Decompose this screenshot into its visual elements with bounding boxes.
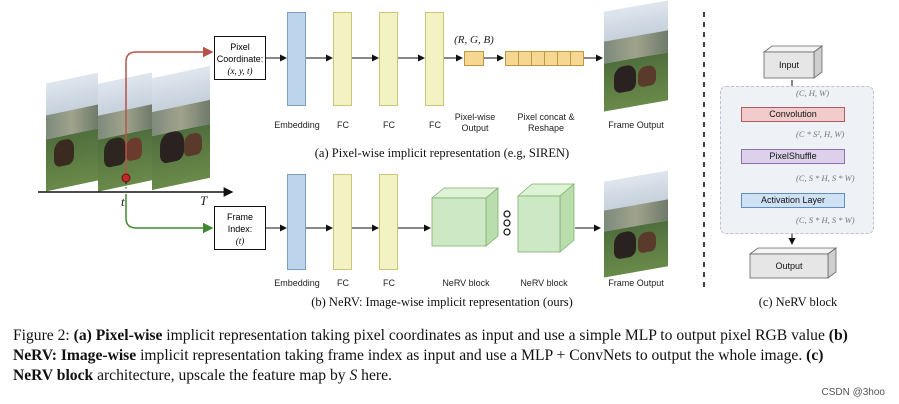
fc-layer-a2 (379, 12, 398, 106)
timeline-t-label: t (121, 194, 125, 209)
fc-layer-b1 (333, 174, 352, 270)
caption-panel-a: (a) Pixel-wise implicit representation (… (314, 146, 570, 160)
pixelshuffle-box: PixelShuffle (741, 149, 845, 164)
pixel-concat-label: Pixel concat &Reshape (517, 112, 575, 133)
fc-label-a1: FC (337, 120, 349, 130)
frame-output-b (604, 170, 668, 278)
fc-label-b1: FC (337, 278, 349, 288)
activation-layer-box: Activation Layer (741, 193, 845, 208)
fc-layer-a3 (425, 12, 444, 106)
rgb-label: (R, G, B) (454, 34, 494, 46)
embedding-label-a: Embedding (274, 120, 320, 130)
nerv-input-box (762, 45, 824, 79)
fc-label-a2: FC (383, 120, 395, 130)
dim-label-4: (C, S * H, S * W) (796, 215, 855, 225)
fc-label-b2: FC (383, 278, 395, 288)
timeline-T-label: T (200, 193, 208, 208)
nerv-block-cube-1 (430, 187, 500, 247)
fc-label-a3: FC (429, 120, 441, 130)
fc-layer-a1 (333, 12, 352, 106)
nerv-output-label: Output (775, 261, 803, 271)
nerv-block-label-1: NeRV block (442, 278, 490, 288)
pixelwise-output-cell (464, 51, 484, 66)
pixel-coordinate-box: Pixel Coordinate: (x, y, t) (214, 36, 266, 80)
frame-output-label-b: Frame Output (608, 278, 664, 288)
watermark: CSDN @3hoo (821, 387, 885, 398)
dim-label-1: (C, H, W) (796, 88, 830, 98)
frame-output-a (604, 0, 668, 112)
diagram-connectors (38, 12, 838, 290)
frame-output-label-a: Frame Output (608, 120, 664, 130)
nerv-block-label-2: NeRV block (520, 278, 568, 288)
frame-index-box: Frame Index: (t) (214, 206, 266, 250)
convolution-box: Convolution (741, 107, 845, 122)
nerv-block-cube-2 (516, 183, 576, 253)
nerv-input-label: Input (778, 60, 800, 70)
caption-panel-b: (b) NeRV: Image-wise implicit representa… (311, 295, 573, 309)
dim-label-3: (C, S * H, S * W) (796, 173, 855, 183)
dim-label-2: (C * S², H, W) (796, 129, 845, 139)
caption-panel-c: (c) NeRV block (758, 295, 838, 309)
nerv-output-box (748, 247, 838, 279)
fc-layer-b2 (379, 174, 398, 270)
embedding-label-b: Embedding (274, 278, 320, 288)
embedding-layer-a (287, 12, 306, 106)
embedding-layer-b (287, 174, 306, 270)
pixel-concat-cells (505, 51, 585, 66)
figure-caption: Figure 2: (a) Pixel-wise implicit repres… (13, 327, 848, 384)
